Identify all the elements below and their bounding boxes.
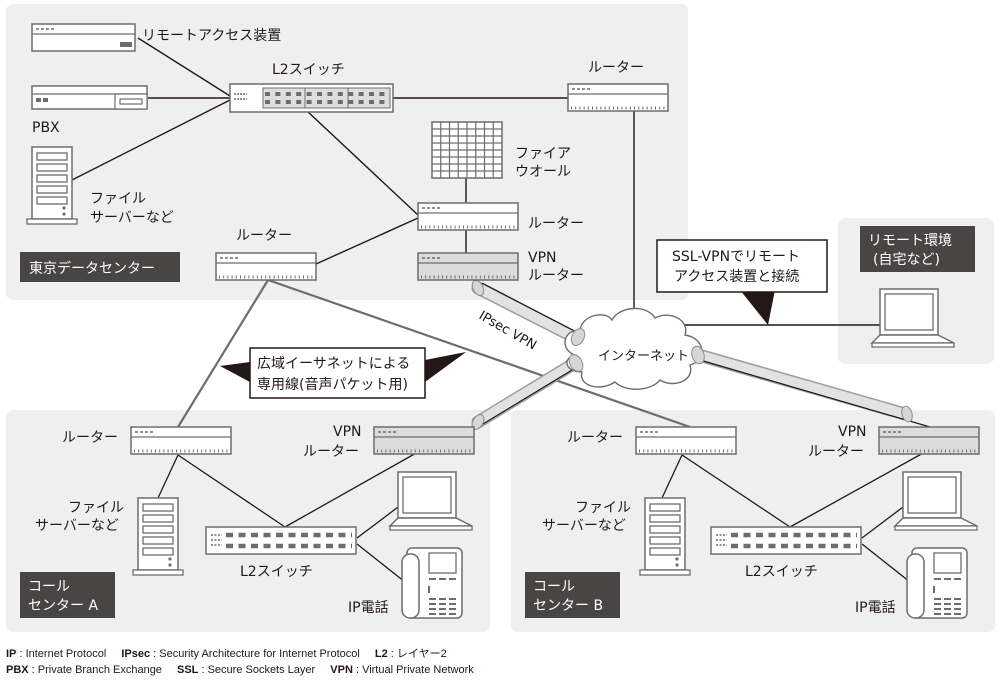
remote-access-label: リモートアクセス装置: [142, 28, 281, 44]
call-b-zone-label-2: センター B: [533, 598, 603, 614]
tokyo-router-top-label: ルーター: [588, 60, 644, 76]
remote-zone-label-1: リモート環境: [868, 233, 952, 249]
call-a-router-label: ルーター: [62, 430, 118, 446]
call-b-vpn-router-label-2: ルーター: [808, 444, 864, 460]
call-b-router: [634, 425, 738, 456]
call-b-file-server: [639, 497, 691, 576]
tokyo-router-top: [566, 82, 670, 113]
call-a-l2-switch-label: L2スイッチ: [240, 564, 313, 580]
call-a-zone-label-2: センター A: [28, 598, 98, 614]
legend-row-2: PBX : Private Branch Exchange SSL : Secu…: [6, 664, 474, 676]
call-b-l2-switch-label: L2スイッチ: [745, 564, 818, 580]
ipsec-tunnels: [471, 281, 931, 429]
legend-desc: Private Branch Exchange: [37, 664, 162, 676]
wan-callout: 広域イーサネットによる 専用線(音声パケット用): [220, 347, 466, 399]
call-b-ip-phone-label: IP電話: [855, 599, 896, 616]
call-b-zone-label-1: コール: [533, 579, 575, 595]
remote-zone-label-2: (自宅など): [873, 252, 940, 268]
call-b-links: [661, 451, 926, 583]
zone-call-center-b: [511, 410, 995, 632]
call-a-zone-label-box: [20, 572, 115, 618]
legend-desc: レイヤー2: [396, 648, 447, 660]
legend-row-1: IP : Internet Protocol IPsec : Security …: [6, 648, 447, 660]
call-a-router: [129, 425, 233, 456]
ssl-callout-line2: アクセス装置と接続: [674, 268, 799, 285]
legend-desc: Virtual Private Network: [362, 664, 474, 676]
legend-abbr: SSL: [177, 664, 199, 676]
tokyo-links: [71, 37, 880, 326]
legend-abbr: PBX: [6, 664, 29, 676]
legend-abbr: IP: [6, 648, 17, 660]
internet-cloud: [471, 280, 913, 430]
call-b-zone-label-box: [525, 572, 620, 618]
legend-desc: Security Architecture for Internet Proto…: [159, 648, 360, 660]
call-b-file-server-label-2: サーバーなど: [542, 518, 626, 534]
pbx-label: PBX: [32, 120, 60, 136]
call-b-vpn-router-label-1: VPN: [838, 424, 867, 440]
call-a-file-server: [132, 497, 184, 576]
firewall-label-1: ファイア: [515, 146, 571, 162]
call-b-file-server-label-1: ファイル: [575, 500, 631, 516]
firewall: [431, 121, 503, 179]
tokyo-zone-label-box: [20, 252, 180, 282]
remote-access-device: [31, 23, 136, 52]
call-a-ip-phone-label: IP電話: [348, 599, 389, 616]
tokyo-zone-label: 東京データセンター: [29, 260, 155, 277]
internet-label: インターネット: [598, 349, 689, 364]
call-b-vpn-router: [877, 425, 981, 456]
call-a-file-server-label-2: サーバーなど: [35, 518, 119, 534]
tokyo-file-server-label-2: サーバーなど: [90, 210, 174, 226]
tokyo-vpn-router: [416, 251, 520, 282]
wan-links: [177, 278, 691, 429]
tokyo-file-server: [26, 146, 78, 225]
legend-abbr: L2: [374, 648, 388, 660]
tokyo-vpn-router-label-2: ルーター: [528, 268, 584, 284]
call-a-vpn-router-label-1: VPN: [333, 424, 362, 440]
call-a-l2-switch: [206, 527, 356, 554]
wan-callout-line1: 広域イーサネットによる: [257, 356, 410, 372]
tokyo-vpn-router-label-1: VPN: [528, 250, 557, 266]
wan-callout-line2: 専用線(音声パケット用): [257, 376, 408, 393]
tokyo-l2-switch-label: L2スイッチ: [272, 62, 345, 78]
tokyo-router-left: [214, 251, 318, 282]
call-a-zone-label-1: コール: [28, 579, 70, 595]
call-a-vpn-router: [372, 425, 476, 456]
zone-call-center-a: [6, 410, 490, 632]
tokyo-router-left-label: ルーター: [236, 228, 292, 244]
pbx-device: [31, 85, 148, 110]
legend-abbr: VPN: [330, 664, 353, 676]
legend-abbr: IPsec: [121, 648, 151, 660]
tokyo-router-mid-label: ルーター: [528, 216, 584, 232]
call-a-vpn-router-label-2: ルーター: [303, 444, 359, 460]
remote-zone-label-box: [860, 226, 975, 272]
ssl-callout-line1: SSL-VPNでリモート: [672, 249, 800, 265]
firewall-label-2: ウオール: [515, 164, 571, 180]
call-b-l2-switch: [711, 527, 861, 554]
call-b-ip-phone: [906, 547, 968, 619]
tokyo-router-mid: [416, 201, 520, 232]
ssl-vpn-callout: SSL-VPNでリモート アクセス装置と接続: [656, 239, 828, 325]
legend-desc: Secure Sockets Layer: [207, 664, 316, 676]
tokyo-file-server-label-1: ファイル: [90, 191, 146, 207]
call-a-ip-phone: [401, 547, 463, 619]
tokyo-l2-switch: [229, 83, 394, 113]
legend-desc: Internet Protocol: [25, 648, 107, 660]
call-b-router-label: ルーター: [567, 430, 623, 446]
call-a-file-server-label-1: ファイル: [68, 500, 124, 516]
